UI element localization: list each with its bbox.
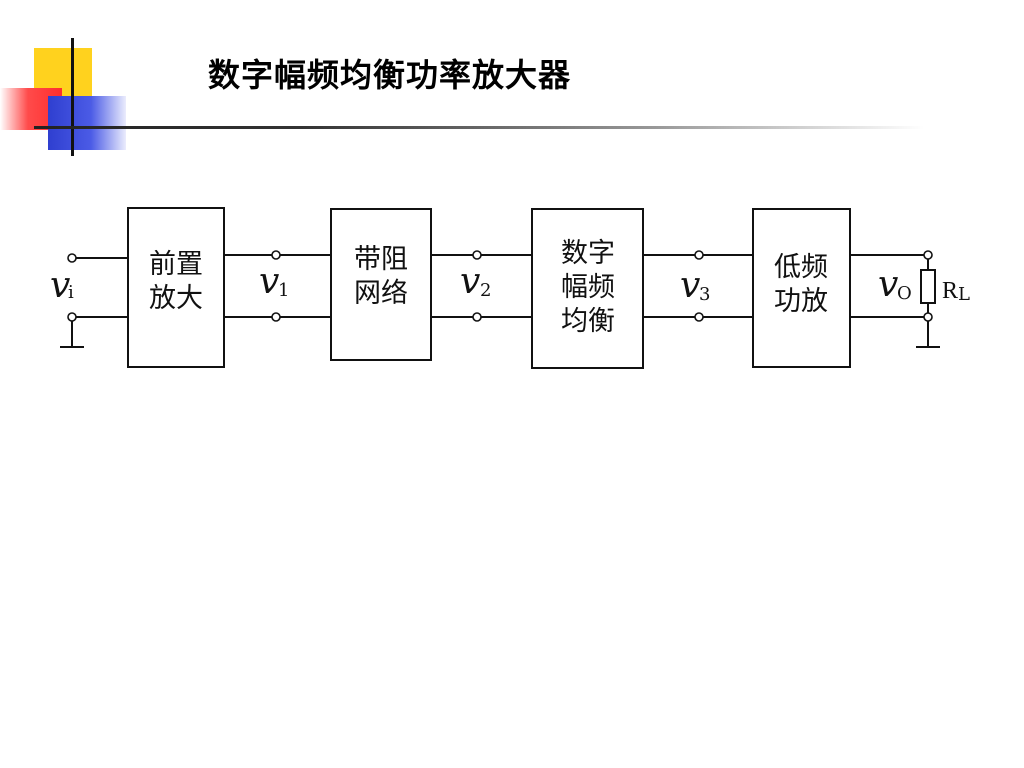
slide-title: 数字幅频均衡功率放大器	[208, 56, 572, 94]
header-deco-vertical-line	[71, 38, 74, 156]
terminal-output-top	[923, 250, 933, 260]
terminal-v1-top	[271, 250, 281, 260]
signal-output-subscript: O	[897, 283, 912, 304]
equalizer-label-line2: 幅频	[561, 272, 615, 303]
equalizer-label-line3: 均衡	[561, 306, 615, 337]
signal-output-symbol: v	[878, 264, 898, 305]
terminal-v3-bottom	[694, 312, 704, 322]
poweramp-label-line1: 低频	[774, 252, 828, 283]
equalizer-label-line1: 数字	[561, 238, 615, 269]
signal-v1-symbol: v	[259, 261, 279, 302]
terminal-v2-top	[472, 250, 482, 260]
bandstop-label-line2: 网络	[354, 278, 408, 309]
signal-v3-symbol: v	[680, 265, 700, 306]
equalizer-block	[531, 208, 644, 369]
load-resistor	[920, 269, 936, 304]
preamp-label-line2: 放大	[149, 283, 203, 314]
bandstop-block	[330, 208, 432, 361]
header-deco-blue-square	[48, 96, 126, 150]
signal-input-subscript: i	[68, 282, 74, 303]
terminals	[67, 250, 933, 322]
signal-v3-subscript: 3	[699, 284, 710, 305]
poweramp-block	[752, 208, 851, 368]
poweramp-label-line2: 功放	[774, 286, 828, 317]
terminal-v3-top	[694, 250, 704, 260]
preamp-block	[127, 207, 225, 368]
signal-input-symbol: v	[50, 265, 70, 306]
terminal-output-bottom	[923, 312, 933, 322]
terminal-input-top	[67, 253, 77, 263]
terminal-v2-bottom	[472, 312, 482, 322]
load-label-subscript: L	[958, 284, 970, 305]
preamp-label-line1: 前置	[149, 249, 203, 280]
header-rule	[34, 126, 924, 129]
signal-v1-subscript: 1	[278, 280, 289, 301]
terminal-input-bottom	[67, 312, 77, 322]
signal-v2-symbol: v	[460, 261, 480, 302]
bandstop-label-line1: 带阻	[354, 244, 408, 275]
load-label-symbol: R	[942, 278, 958, 304]
terminal-v1-bottom	[271, 312, 281, 322]
signal-v2-subscript: 2	[480, 280, 491, 301]
